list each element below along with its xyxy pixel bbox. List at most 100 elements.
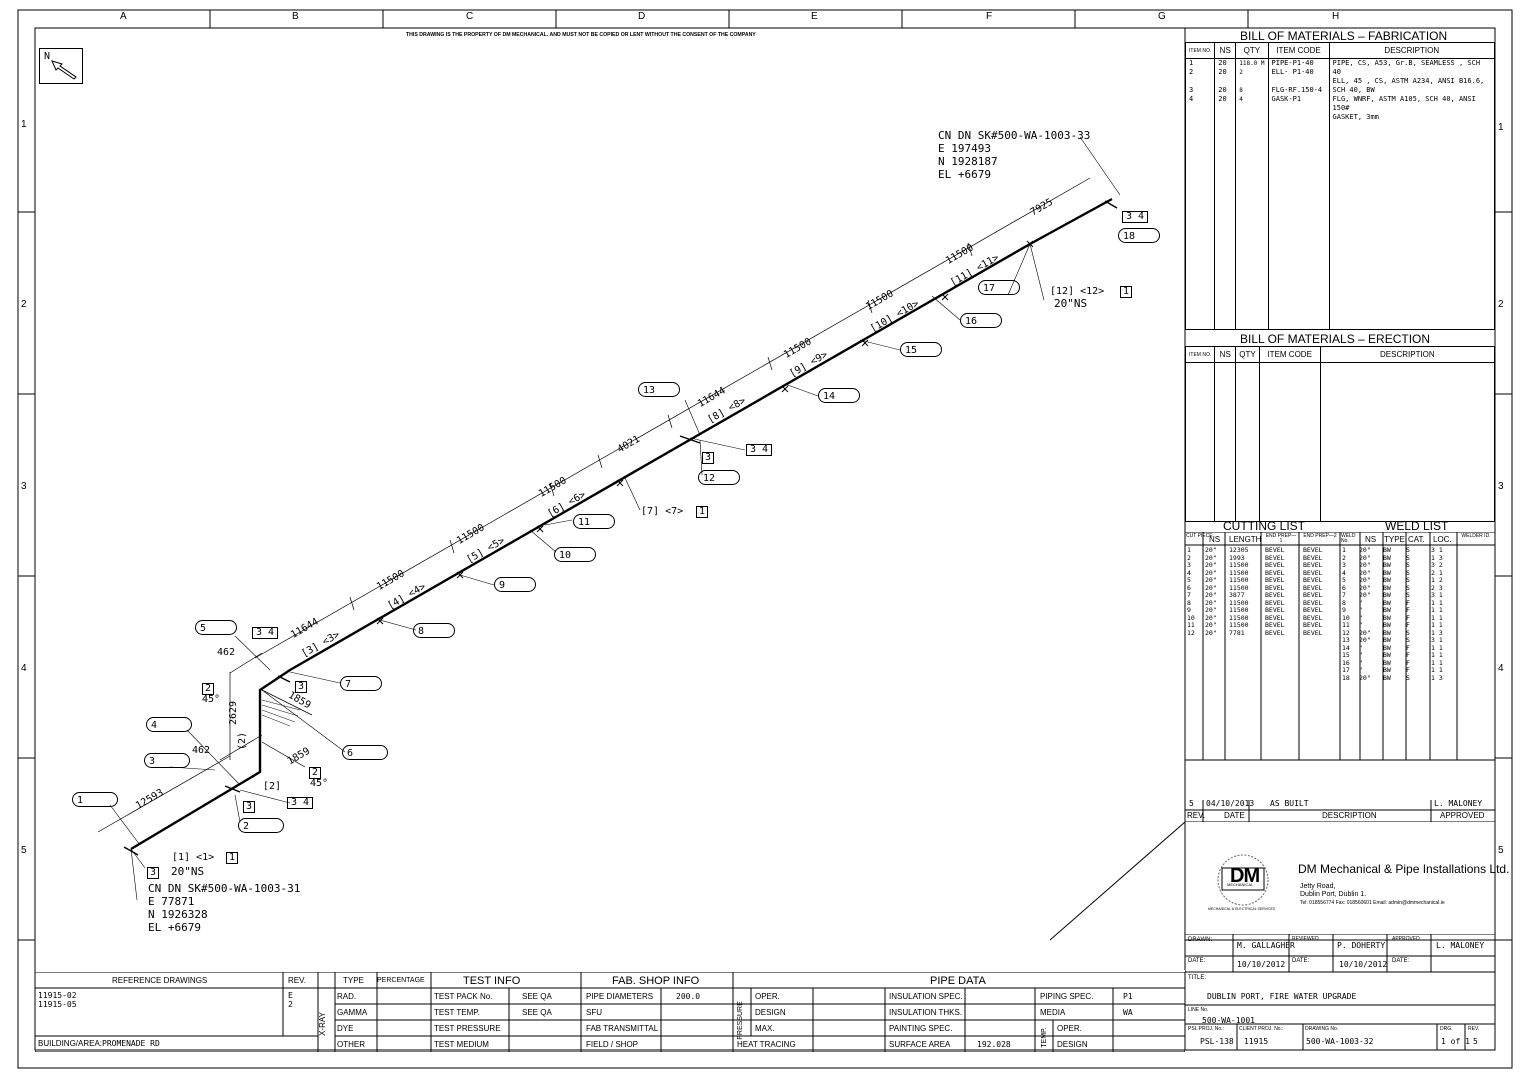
balloon-8: 8: [413, 623, 455, 638]
end-ns: 20"NS: [1054, 297, 1088, 310]
cutting-list-cell: BEVEL: [1265, 613, 1285, 622]
cutting-list-cell: 1: [1187, 546, 1191, 554]
cutting-list-cell: BEVEL: [1265, 553, 1285, 562]
col-letter-e: E: [811, 11, 818, 22]
cutting-list-cell: BEVEL: [1303, 598, 1323, 607]
ref-title: REFERENCE DRAWINGS: [112, 976, 208, 985]
logo-footer: MECHANICAL & ELECTRICAL SERVICES: [1208, 907, 1276, 911]
cutting-list-title: CUTTING LIST: [1223, 519, 1306, 533]
bottom-strip-grid: [35, 972, 1185, 1052]
cutting-list-cell: 11500: [1229, 568, 1249, 577]
balloon-16: 16: [960, 313, 1002, 328]
weld-list-cell: 11: [1342, 621, 1350, 629]
ref-drawing-2: 11915-05: [38, 1000, 77, 1009]
balloon-3: 3: [144, 753, 190, 768]
box-34-lower: 3 4: [287, 797, 314, 809]
ref-rev-2: 2: [288, 1000, 293, 1009]
weld-list-cell: BW: [1383, 546, 1391, 554]
isometric-drawing: [97, 136, 1121, 901]
weld-list-cell: F: [1406, 643, 1410, 652]
col-letter-d: D: [638, 11, 646, 22]
tb-date1: 10/10/2012: [1237, 960, 1286, 969]
balloon-10: 10: [554, 547, 596, 562]
cn-end-line1: CN DN SK#500-WA-1003-33: [938, 129, 1091, 142]
cutting-list-cell: 11500: [1229, 606, 1249, 614]
rev-date: 04/10/2013: [1206, 799, 1255, 808]
balloon-9: 9: [494, 577, 536, 592]
weld-list-cell: 1 3: [1431, 673, 1443, 682]
tb-drawn-label: DRAWN:: [1188, 937, 1213, 943]
weld-list-cell: 8: [1342, 598, 1346, 607]
cutting-list-cell: 4: [1187, 568, 1191, 577]
row-number-5: 5: [21, 845, 27, 856]
balloon-2: 2: [238, 818, 284, 833]
weld-list-cell: S: [1406, 576, 1410, 584]
cutting-list-cell: 20": [1205, 553, 1217, 562]
weld-list-cell: F: [1406, 606, 1410, 614]
bom-erect-title: BILL OF MATERIALS – ERECTION: [1240, 332, 1431, 346]
weld-h-no: WELD No.: [1341, 533, 1356, 544]
box-3-lower: 3: [243, 801, 256, 813]
row-number-1: 1: [21, 119, 27, 130]
weld-list-cell: BW: [1383, 651, 1391, 659]
col-letter-b: B: [292, 11, 299, 22]
box-34-top-left: 3 4: [252, 627, 279, 639]
weld-list-cell: 20": [1359, 561, 1371, 569]
cutting-list-cell: BEVEL: [1265, 576, 1285, 584]
balloon-12: 12: [698, 470, 740, 485]
weld-h-type: TYPE: [1384, 535, 1405, 544]
weld-list-cell: BW: [1383, 583, 1391, 592]
weld-list-cell: ": [1359, 613, 1363, 622]
xray-type-dye: DYE: [337, 1024, 354, 1033]
weld-list-cell: 20": [1359, 568, 1371, 577]
rev-h-date: DATE: [1224, 811, 1245, 820]
titleblock-grid: [1185, 934, 1495, 1051]
weld-list-cell: F: [1406, 666, 1410, 674]
company-name: DM Mechanical & Pipe Installations Ltd.: [1298, 862, 1510, 876]
company-addr2: Dublin Port, Dublin 1.: [1300, 891, 1367, 898]
weld-list-cell: 2: [1342, 553, 1346, 562]
pipe-mid-2-label: INSULATION THKS.: [889, 1008, 963, 1017]
cutting-list-cell: BEVEL: [1265, 561, 1285, 569]
tb-date-label3: DATE:: [1392, 958, 1410, 964]
cutting-list-cell: 10: [1187, 613, 1195, 622]
col-letter-f: F: [986, 11, 993, 22]
row-number-2-right: 2: [1498, 299, 1504, 310]
weld-list-cell: 1 1: [1431, 598, 1443, 607]
weld-list-cell: 1 1: [1431, 666, 1443, 674]
balloon-18: 18: [1118, 228, 1160, 243]
pipe-p-design: DESIGN: [755, 1008, 786, 1017]
spool-mark-2b: [2]: [263, 781, 282, 792]
cutting-list-cell: BEVEL: [1303, 576, 1323, 584]
weld-list-cell: 1 1: [1431, 643, 1443, 652]
tb-client: 11915: [1244, 1037, 1269, 1046]
weld-list-cell: S: [1406, 561, 1410, 569]
fab-row-2-label: SFU: [586, 1008, 602, 1017]
cutting-list-cell: 11500: [1229, 598, 1249, 607]
cutting-list-cell: 11500: [1229, 583, 1249, 592]
cutting-list-cell: 7781: [1229, 628, 1245, 637]
weld-list-cell: BW: [1383, 553, 1391, 562]
xray-label: X-RAY: [317, 1012, 327, 1036]
weld-list-cell: 10: [1342, 613, 1350, 622]
weld-list-cell: BW: [1383, 636, 1391, 644]
weld-list-cell: F: [1406, 598, 1410, 607]
north-label: N: [44, 51, 51, 62]
cn-start-line4: EL +6679: [148, 921, 201, 934]
cutting-list-cell: 20": [1205, 598, 1217, 607]
weld-list-cell: 18: [1342, 673, 1350, 682]
tb-reviewed: P. DOHERTY: [1337, 941, 1386, 950]
weld-list-cell: BW: [1383, 561, 1391, 569]
weld-list-title: WELD LIST: [1385, 519, 1449, 533]
mid-tag-box: 1: [696, 506, 709, 518]
col-letter-h: H: [1332, 11, 1340, 22]
cutting-list-cell: 20": [1205, 576, 1217, 584]
bom-fab-h-qty: QTY: [1235, 42, 1269, 59]
pipe-mid-3-label: PAINTING SPEC.: [889, 1024, 953, 1033]
dim-462-b: 462: [192, 745, 211, 756]
rev-approved: L. MALONEY: [1434, 799, 1483, 808]
bom-erect-table: ITEM NO. NS QTY ITEM CODE DESCRIPTION: [1184, 346, 1496, 522]
cutting-list-cell: BEVEL: [1303, 591, 1323, 599]
